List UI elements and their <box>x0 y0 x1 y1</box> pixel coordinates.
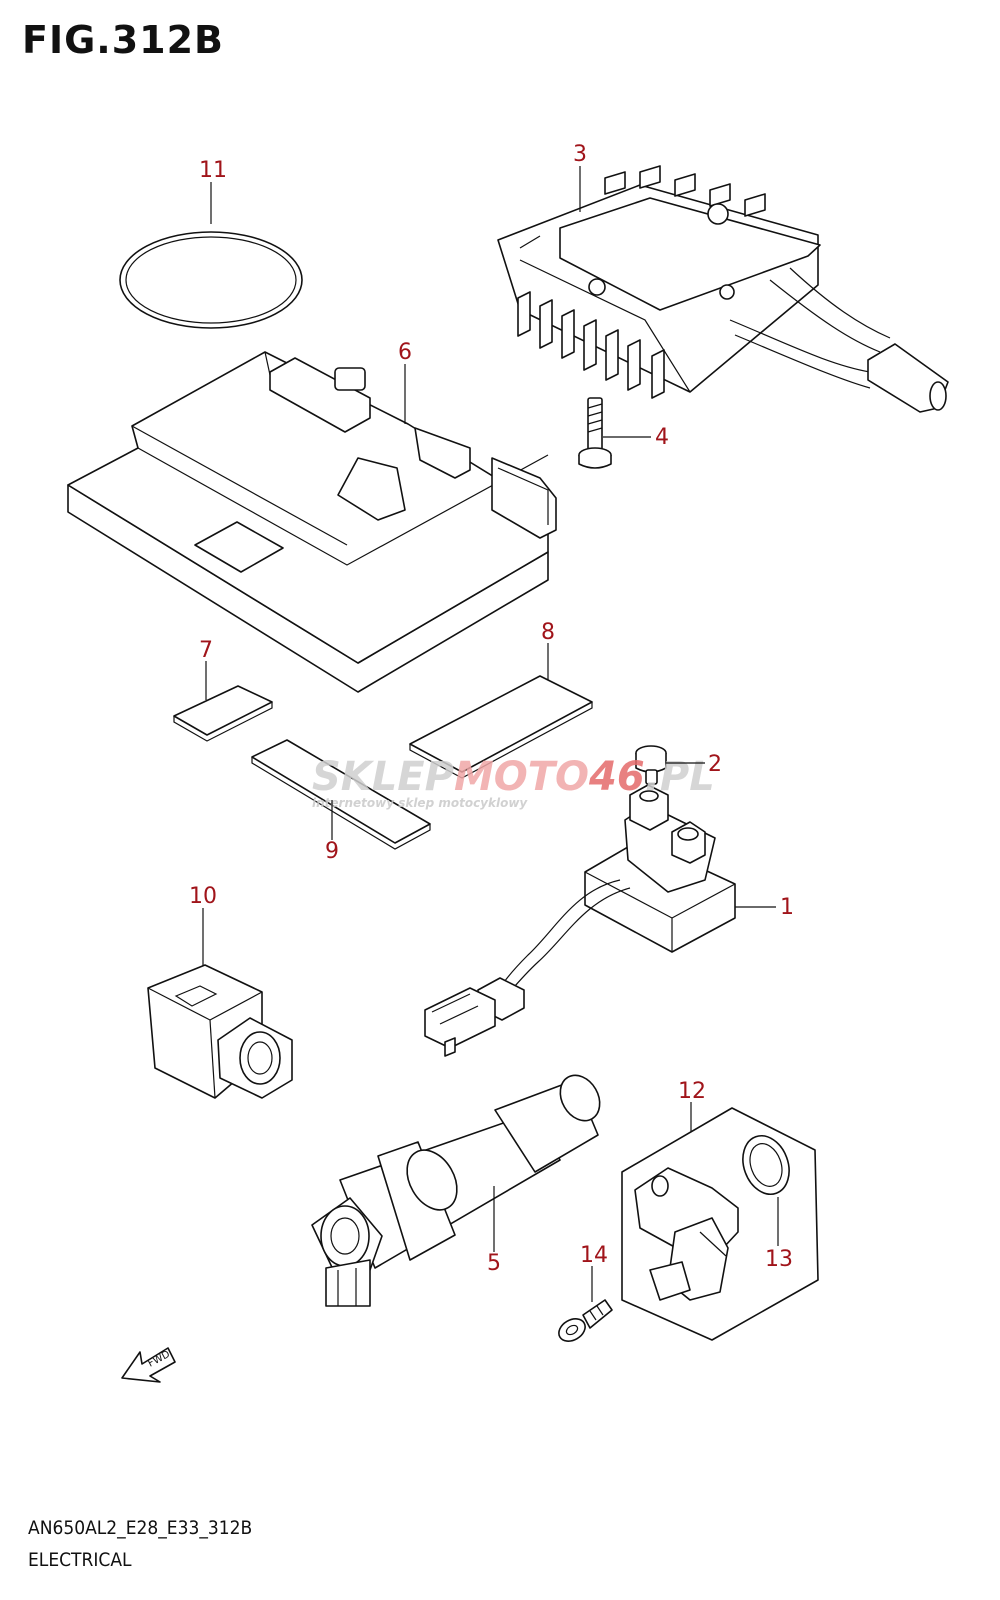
watermark: SKLEPMOTO46.PL internetowy sklep motocyk… <box>312 754 715 810</box>
part-3-regulator <box>497 165 949 413</box>
part-4-bolt <box>578 397 612 469</box>
watermark-part2: MOTO <box>454 754 589 800</box>
callout-6: 6 <box>398 340 412 365</box>
part-7-pad <box>173 685 273 742</box>
figure-code: AN650AL2_E28_E33_312B <box>28 1517 253 1539</box>
callout-14: 14 <box>580 1243 608 1268</box>
part-8-pad <box>409 675 593 779</box>
callout-5: 5 <box>487 1251 501 1276</box>
part-11-ring <box>119 231 303 329</box>
part-5-ignition-coil <box>311 1074 601 1307</box>
callout-3: 3 <box>573 142 587 167</box>
callout-9: 9 <box>325 839 339 864</box>
part-6-ecm-unit <box>67 351 557 693</box>
part-14-bolt <box>558 1299 613 1342</box>
leader-lines <box>202 166 779 1302</box>
part-12-sensor <box>621 1107 819 1341</box>
part-1-relay <box>424 784 736 1057</box>
callout-1: 1 <box>780 895 794 920</box>
callout-10: 10 <box>189 884 217 909</box>
callout-8: 8 <box>541 620 555 645</box>
callout-2: 2 <box>708 752 722 777</box>
part-13-oring <box>742 1135 790 1195</box>
figure-title: FIG.312B <box>22 18 225 62</box>
svg-text:SKLEPMOTO46.PL: SKLEPMOTO46.PL <box>312 754 715 800</box>
callout-12: 12 <box>678 1079 706 1104</box>
watermark-part1: SKLEP <box>312 754 454 800</box>
figure-subtitle: ELECTRICAL <box>28 1549 132 1571</box>
watermark-part4: .PL <box>645 754 715 800</box>
callout-7: 7 <box>199 638 213 663</box>
watermark-part3: 46 <box>588 754 645 800</box>
watermark-tagline: internetowy sklep motocyklowy <box>312 796 528 810</box>
callout-13: 13 <box>765 1247 793 1272</box>
part-9-strip <box>251 739 431 850</box>
part-2-cap-bolt <box>635 745 667 785</box>
callouts: 11 3 6 4 7 8 2 9 1 10 12 5 13 14 <box>189 142 794 1276</box>
fwd-arrow-icon: FWD <box>121 1347 176 1383</box>
part-10-connector <box>147 964 293 1099</box>
callout-4: 4 <box>655 425 669 450</box>
callout-11: 11 <box>199 158 227 183</box>
